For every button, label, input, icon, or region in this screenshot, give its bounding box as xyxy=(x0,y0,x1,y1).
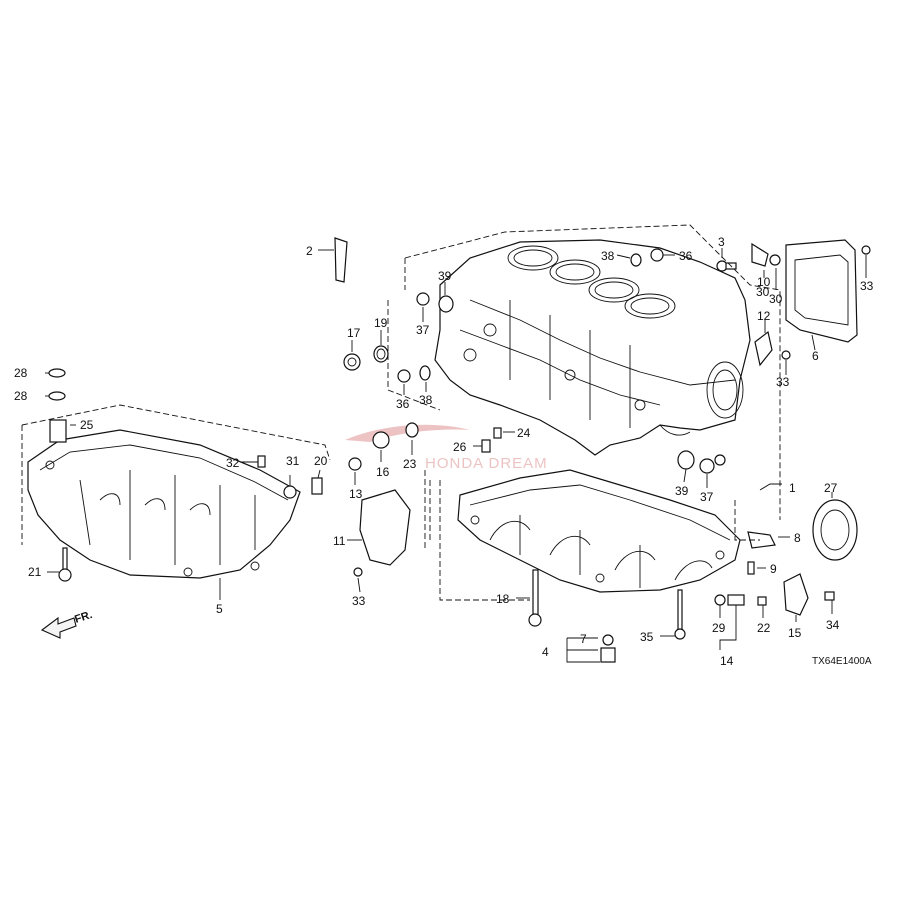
callout-30-upper: 30 xyxy=(769,292,783,306)
callout-39-lower: 39 xyxy=(675,484,689,498)
callout-31: 31 xyxy=(286,454,300,468)
group-lines xyxy=(21,224,781,601)
callout-34: 34 xyxy=(826,618,840,632)
callout-13: 13 xyxy=(349,487,363,501)
callout-35: 35 xyxy=(640,630,654,644)
callout-9: 9 xyxy=(770,562,777,576)
callout-12: 12 xyxy=(757,309,771,323)
callout-37-upper: 37 xyxy=(416,323,430,337)
callout-24: 24 xyxy=(517,426,531,440)
callout-21: 21 xyxy=(28,565,42,579)
watermark-text: HONDA DREAM xyxy=(425,455,548,472)
callout-14: 14 xyxy=(720,654,734,668)
callout-18: 18 xyxy=(496,592,510,606)
callout-29: 29 xyxy=(712,621,726,635)
callout-25: 25 xyxy=(80,418,94,432)
callout-33-mid: 33 xyxy=(776,375,790,389)
callout-11: 11 xyxy=(333,534,346,548)
oil-pan xyxy=(27,429,301,579)
callout-27: 27 xyxy=(824,481,838,495)
callout-16: 16 xyxy=(376,465,390,479)
front-label: FR. xyxy=(73,609,94,626)
callout-2: 2 xyxy=(306,244,313,258)
callout-19: 19 xyxy=(374,316,388,330)
callout-28-upper: 28 xyxy=(14,366,28,380)
callout-37-lower: 37 xyxy=(700,490,714,504)
callout-3: 3 xyxy=(718,235,725,249)
lower-block xyxy=(457,469,741,593)
callout-7: 7 xyxy=(580,632,587,646)
leader-lines xyxy=(45,248,867,663)
callout-30-lower: 30 xyxy=(756,285,770,299)
diagram-code: TX64E1400A xyxy=(812,656,872,667)
callout-5: 5 xyxy=(216,602,223,616)
callout-6: 6 xyxy=(812,349,819,363)
callout-labels: 1 2 3 4 5 6 7 8 9 10 11 12 13 14 15 16 1… xyxy=(14,235,874,668)
callout-4: 4 xyxy=(542,645,549,659)
callout-1: 1 xyxy=(789,481,796,495)
callout-33-bottom: 33 xyxy=(352,594,366,608)
callout-10: 10 xyxy=(757,275,771,289)
callout-33-top-right: 33 xyxy=(860,279,874,293)
callout-38-lower: 38 xyxy=(419,393,433,407)
cylinder-block xyxy=(434,239,751,456)
callout-23: 23 xyxy=(403,457,417,471)
callout-17: 17 xyxy=(347,326,361,340)
callout-38-upper: 38 xyxy=(601,249,615,263)
small-parts xyxy=(48,237,871,663)
callout-36-upper: 36 xyxy=(679,249,693,263)
callout-39-upper: 39 xyxy=(438,269,452,283)
callout-15: 15 xyxy=(788,626,802,640)
callout-32: 32 xyxy=(226,456,240,470)
callout-28-lower: 28 xyxy=(14,389,28,403)
callout-36-lower: 36 xyxy=(396,397,410,411)
callout-26: 26 xyxy=(453,440,467,454)
callout-20: 20 xyxy=(314,454,328,468)
front-direction-indicator: FR. xyxy=(40,609,94,639)
callout-22: 22 xyxy=(757,621,771,635)
callout-8: 8 xyxy=(794,531,801,545)
